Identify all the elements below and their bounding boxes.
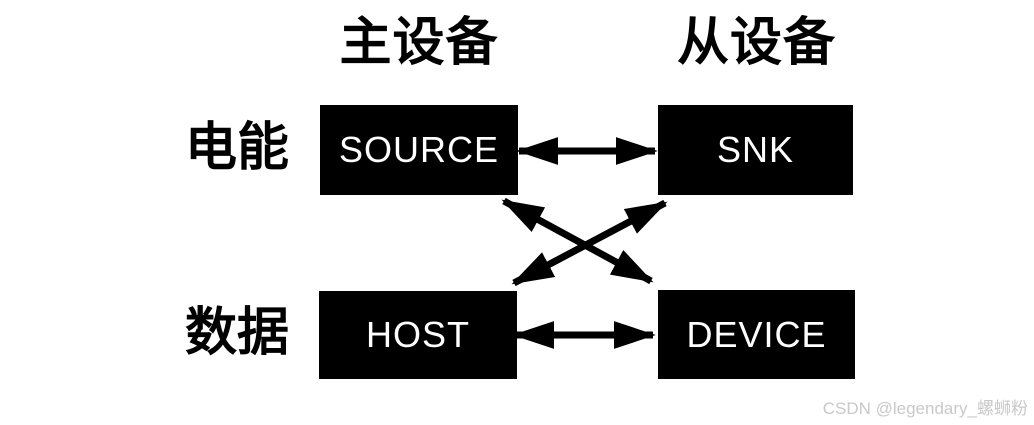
node-host: HOST bbox=[319, 291, 517, 379]
cross-arrow-source-device bbox=[501, 197, 654, 285]
node-snk: SNK bbox=[658, 105, 853, 195]
row-label-data: 数据 bbox=[184, 304, 289, 362]
csdn-watermark: CSDN @legendary_螺蛳粉 bbox=[822, 399, 1028, 418]
cross-arrow-snk-host bbox=[511, 199, 668, 287]
column-header-master-device: 主设备 bbox=[339, 14, 499, 72]
node-device: DEVICE bbox=[658, 290, 855, 379]
column-header-slave-device: 从设备 bbox=[676, 14, 836, 72]
row-label-power: 电能 bbox=[184, 119, 289, 177]
node-source: SOURCE bbox=[320, 105, 518, 195]
